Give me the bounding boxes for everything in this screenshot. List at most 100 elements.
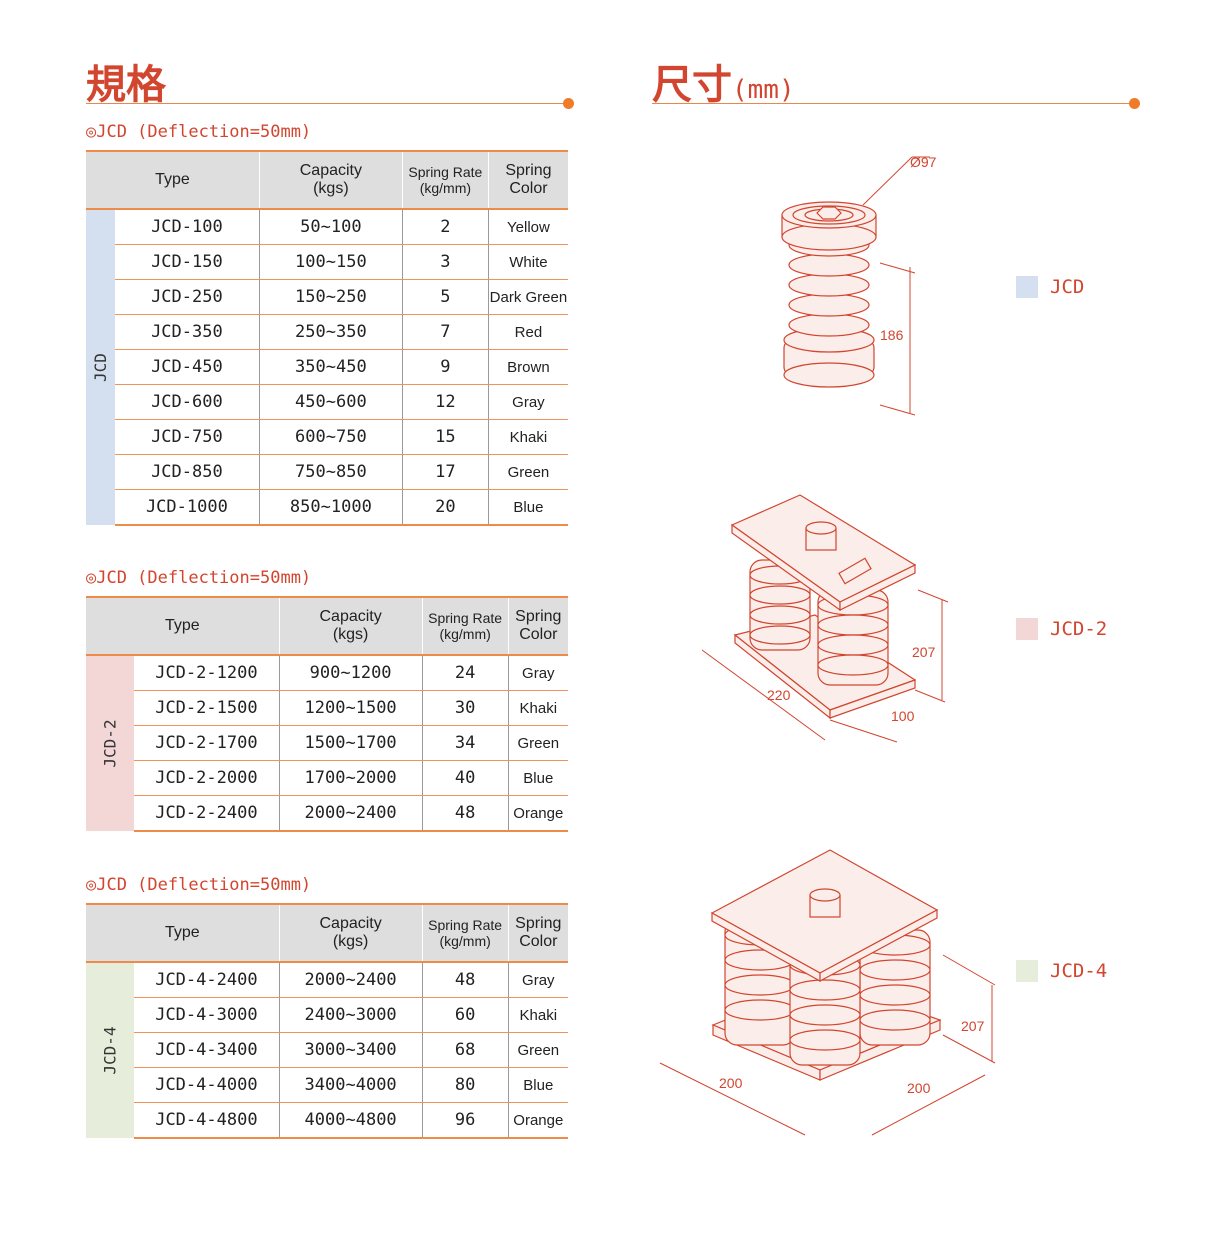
cell-spring-color: Gray [488,384,568,420]
cell-type: JCD-150 [114,244,260,280]
cell-spring-rate: 3 [402,244,489,280]
dim-length: 200 [719,1075,743,1091]
legend-label: JCD-4 [1050,960,1108,982]
cell-spring-color: Gray [508,655,568,691]
label-plate [838,557,872,585]
cell-spring-color: Green [508,725,568,761]
cell-type: JCD-2-1700 [134,725,280,761]
jcd-drawing: Ø97 186 [781,154,937,416]
cell-type: JCD-4-4800 [134,1102,280,1139]
spec-table-jcd-2: Type Capacity(kgs) Spring Rate(kg/mm) Sp… [86,596,568,832]
cell-type: JCD-850 [114,454,260,490]
group-label: JCD-2 [86,655,135,831]
cell-type: JCD-4-3400 [134,1032,280,1068]
table-header-row: Type Capacity(kgs) Spring Rate(kg/mm) Sp… [86,596,568,656]
cell-capacity: 750~850 [259,454,403,490]
jcd-4-drawing: 200 200 207 [659,849,996,1136]
cell-capacity: 3000~3400 [279,1032,423,1068]
cell-spring-rate: 24 [422,655,509,691]
cell-spring-rate: 80 [422,1067,509,1103]
spec-title: 規格 [86,62,166,108]
cell-spring-rate: 96 [422,1102,509,1139]
cell-spring-color: Brown [488,349,568,385]
base-bottom [783,362,875,388]
cell-spring-rate: 9 [402,349,489,385]
cell-spring-color: Khaki [488,419,568,455]
cell-type: JCD-4-4000 [134,1067,280,1103]
cell-type: JCD-450 [114,349,260,385]
jcd-2-drawing: 207 220 100 [701,494,949,743]
header-spring-rate: Spring Rate(kg/mm) [422,596,509,656]
group-label: JCD-4 [86,962,135,1138]
cell-capacity: 2000~2400 [279,795,423,832]
cell-spring-color: White [488,244,568,280]
cell-capacity: 3400~4000 [279,1067,423,1103]
cell-spring-rate: 30 [422,690,509,726]
dim-diameter: Ø97 [910,154,937,170]
cell-spring-rate: 12 [402,384,489,420]
cell-type: JCD-2-1200 [134,655,280,691]
cell-spring-color: Khaki [508,690,568,726]
cell-spring-color: Yellow [488,209,568,245]
cell-capacity: 900~1200 [279,655,423,691]
header-spring-rate: Spring Rate(kg/mm) [402,150,489,210]
spec-table-jcd-4: Type Capacity(kgs) Spring Rate(kg/mm) Sp… [86,903,568,1139]
dim-width: 200 [907,1080,931,1096]
nut [816,206,842,220]
dim-height: 207 [912,644,936,660]
cell-capacity: 2000~2400 [279,962,423,998]
dimension-title: 尺寸(mm) [652,52,795,110]
legend-label: JCD-2 [1050,618,1108,640]
cell-spring-color: Khaki [508,997,568,1033]
header-capacity: Capacity(kgs) [259,150,403,210]
cell-capacity: 1700~2000 [279,760,423,796]
cell-capacity: 450~600 [259,384,403,420]
cell-capacity: 2400~3000 [279,997,423,1033]
cell-type: JCD-4-3000 [134,997,280,1033]
table-header-row: Type Capacity(kgs) Spring Rate(kg/mm) Sp… [86,150,568,210]
legend-jcd: JCD [1016,276,1084,298]
cell-spring-color: Orange [508,795,568,832]
table-subtitle: ◎JCD (Deflection=50mm) [86,875,312,895]
header-capacity: Capacity(kgs) [279,596,423,656]
header-capacity: Capacity(kgs) [279,903,423,963]
cell-type: JCD-2-1500 [134,690,280,726]
cell-capacity: 600~750 [259,419,403,455]
cell-capacity: 50~100 [259,209,403,245]
cell-spring-color: Blue [508,1067,568,1103]
cell-spring-rate: 60 [422,997,509,1033]
cell-spring-color: Green [488,454,568,490]
title-rule-left [86,103,570,104]
cell-capacity: 1500~1700 [279,725,423,761]
cell-spring-rate: 40 [422,760,509,796]
cell-spring-color: Red [488,314,568,350]
table-header-row: Type Capacity(kgs) Spring Rate(kg/mm) Sp… [86,903,568,963]
title-rule-dot-right [1129,98,1140,109]
legend-label: JCD [1050,276,1085,298]
cell-spring-rate: 48 [422,795,509,832]
cell-type: JCD-750 [114,419,260,455]
cell-type: JCD-1000 [114,489,260,526]
cell-spring-color: Gray [508,962,568,998]
legend-swatch [1016,618,1038,640]
cell-spring-rate: 5 [402,279,489,315]
cell-spring-rate: 17 [402,454,489,490]
cell-type: JCD-2-2000 [134,760,280,796]
legend-jcd-2: JCD-2 [1016,618,1107,640]
dimension-unit: (mm) [732,75,795,105]
cell-spring-rate: 48 [422,962,509,998]
header-spring-rate: Spring Rate(kg/mm) [422,903,509,963]
